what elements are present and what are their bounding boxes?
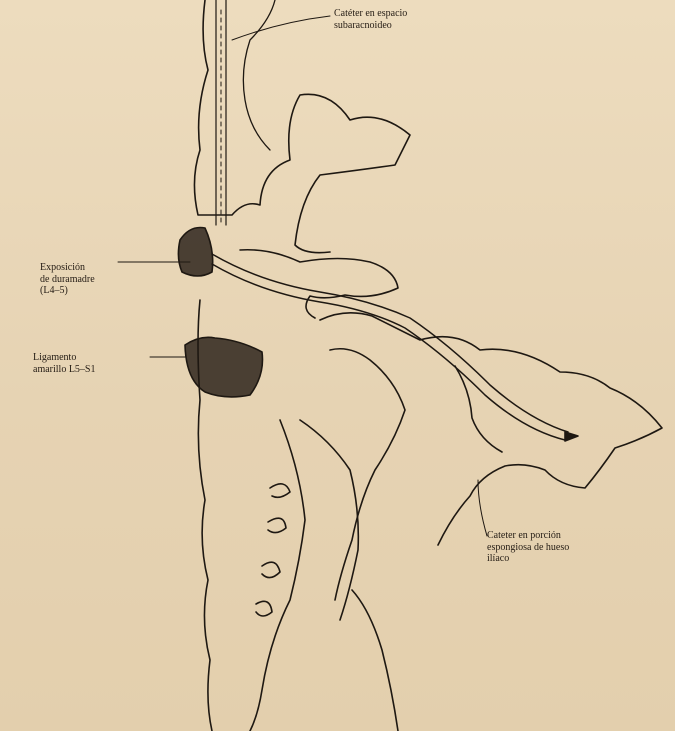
label-line: Ligamento [33,352,153,364]
label-line: Catéter en espacio [334,8,474,20]
iliac-ridge [455,366,502,452]
sacrum-right-edge [250,420,305,731]
label-line: Cateter en porción [487,530,627,542]
sacral-foramen-4 [256,601,272,616]
vertebra-outline-upper [194,0,410,253]
label-leader-top [232,16,330,40]
sacroiliac-joint [300,420,358,620]
lower-ilium-edge [352,590,398,731]
sacral-foramen-2 [268,518,286,532]
spinous-process [243,0,275,150]
label-line: de duramadre [40,274,140,286]
vertebra-outline-lower [240,250,398,318]
ligamentum-flavum [185,337,263,397]
label-line: amarillo L5–S1 [33,364,153,376]
iliac-catheter-lower [212,264,565,440]
label-ligamento-amarillo: Ligamento amarillo L5–S1 [33,352,153,375]
iliac-bone-inner [330,349,405,600]
iliac-bone-outline [320,313,662,545]
iliac-catheter-upper [212,254,568,432]
label-line: Exposición [40,262,140,274]
label-line: subaracnoideo [334,20,474,32]
sacral-foramen-1 [270,484,290,498]
sacral-foramen-3 [262,562,280,577]
label-exposicion-duramadre: Exposición de duramadre (L4–5) [40,262,140,297]
label-line: ilíaco [487,553,627,565]
label-leader-iliaco [478,480,487,536]
dura-exposure [178,228,212,277]
label-line: (L4–5) [40,285,140,297]
label-line: espongiosa de hueso [487,542,627,554]
label-cateter-subaracnoideo: Catéter en espacio subaracnoideo [334,8,474,31]
label-cateter-hueso-iliaco: Cateter en porción espongiosa de hueso i… [487,530,627,565]
catheter-tip [565,432,578,441]
